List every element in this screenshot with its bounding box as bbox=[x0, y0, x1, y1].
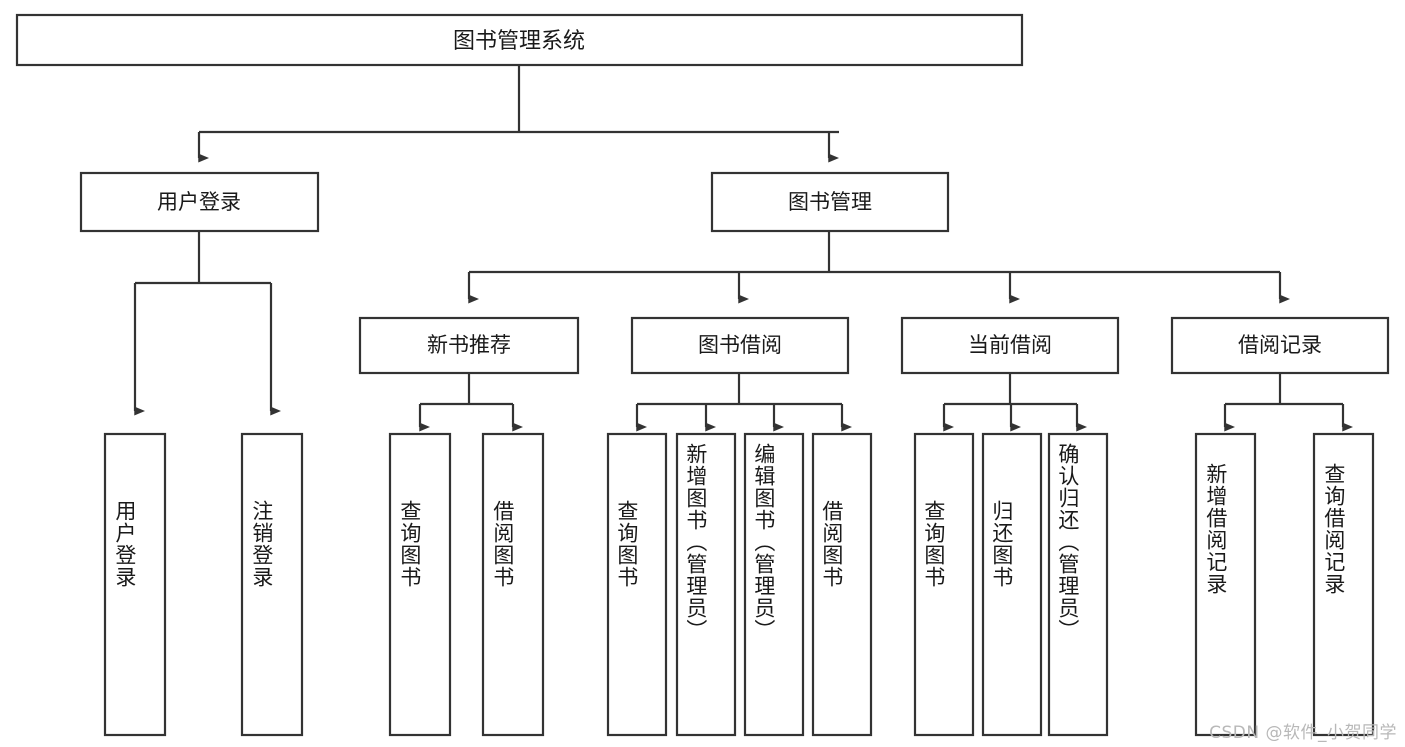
csdn-watermark: CSDN @软件_小贺同学 bbox=[1209, 723, 1397, 743]
connector-current-to-leaves bbox=[942, 373, 1088, 432]
leaf-borrow-query[interactable] bbox=[606, 432, 668, 737]
leaf-borrow-borrowbook[interactable] bbox=[811, 432, 873, 737]
leaf-current-return[interactable] bbox=[981, 432, 1043, 737]
leaf-user-login-login[interactable] bbox=[103, 432, 167, 737]
connector-borrow-to-leaves bbox=[635, 373, 853, 432]
node-borrow-record[interactable]: 借阅记录 bbox=[1170, 316, 1390, 375]
node-book-management[interactable]: 图书管理 bbox=[710, 171, 950, 233]
leaf-record-query[interactable] bbox=[1312, 432, 1375, 737]
leaf-current-confirm[interactable] bbox=[1047, 432, 1109, 737]
node-root[interactable]: 图书管理系统 bbox=[15, 13, 1024, 67]
leaf-current-query[interactable] bbox=[913, 432, 975, 737]
node-current-borrow-label: 当前借阅 bbox=[968, 333, 1052, 357]
leaf-borrow-add[interactable] bbox=[675, 432, 737, 737]
connector-root-to-level2 bbox=[197, 65, 840, 163]
node-user-login[interactable]: 用户登录 bbox=[79, 171, 320, 233]
leaf-borrow-edit[interactable] bbox=[743, 432, 805, 737]
leaf-newbook-borrow[interactable] bbox=[481, 432, 545, 737]
connector-newbook-to-leaves bbox=[418, 373, 524, 432]
leaf-newbook-query[interactable] bbox=[388, 432, 452, 737]
node-book-borrow[interactable]: 图书借阅 bbox=[630, 316, 850, 375]
node-borrow-record-label: 借阅记录 bbox=[1238, 333, 1322, 357]
connector-record-to-leaves bbox=[1223, 373, 1354, 432]
leaf-user-login-logout[interactable] bbox=[240, 432, 304, 737]
connector-userlogin-to-leaves bbox=[133, 231, 282, 416]
node-book-management-label: 图书管理 bbox=[788, 190, 872, 214]
node-current-borrow[interactable]: 当前借阅 bbox=[900, 316, 1120, 375]
leaf-record-add[interactable] bbox=[1194, 432, 1257, 737]
node-user-login-label: 用户登录 bbox=[157, 190, 241, 214]
node-new-book-recommend[interactable]: 新书推荐 bbox=[358, 316, 580, 375]
node-new-book-recommend-label: 新书推荐 bbox=[427, 333, 511, 357]
node-root-label: 图书管理系统 bbox=[453, 29, 585, 54]
node-book-borrow-label: 图书借阅 bbox=[698, 333, 782, 357]
connector-bookmgmt-to-level3 bbox=[467, 231, 1291, 304]
